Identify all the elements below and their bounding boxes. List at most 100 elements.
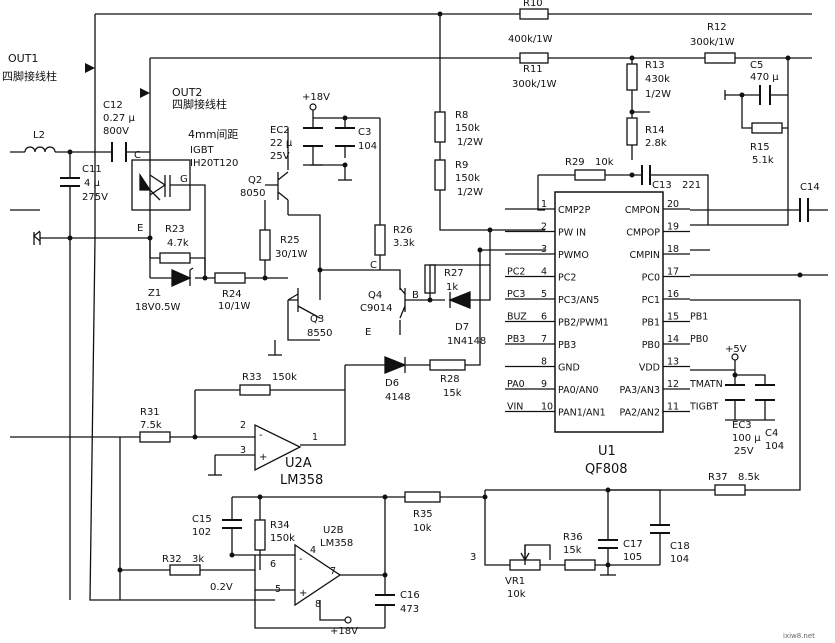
r37-body bbox=[714, 484, 746, 496]
r8-v1: 150k bbox=[455, 123, 480, 134]
r26-ref: R26 bbox=[393, 225, 413, 236]
r31-ref: R31 bbox=[140, 407, 160, 418]
c18-value: 104 bbox=[670, 554, 689, 565]
c17-ref: C17 bbox=[623, 539, 643, 550]
r32-value: 3k bbox=[192, 554, 204, 565]
u1-pin-16-name: PC1 bbox=[642, 295, 660, 306]
r32-ref: R32 bbox=[162, 554, 182, 565]
u2b-p4: 4 bbox=[310, 545, 316, 556]
u2a-minus: - bbox=[259, 430, 263, 441]
r36-ref: R36 bbox=[563, 532, 583, 543]
r31-body bbox=[139, 431, 171, 443]
u1-pin-6-net: BUZ bbox=[507, 312, 527, 323]
r13-v1: 430k bbox=[645, 74, 670, 85]
u1-pin-13-name: VDD bbox=[639, 363, 660, 374]
q4-b: B bbox=[412, 290, 419, 301]
ec3-v2: 25V bbox=[734, 446, 754, 457]
igbt-e: E bbox=[137, 223, 143, 234]
r12-body bbox=[704, 52, 736, 64]
r13-body bbox=[626, 63, 638, 91]
u1-pin-14-num: 14 bbox=[667, 334, 679, 345]
out1-marker bbox=[85, 63, 95, 73]
u1-pin-12-num: 12 bbox=[667, 379, 679, 390]
r29-ref: R29 bbox=[565, 157, 585, 168]
r14-body bbox=[626, 117, 638, 146]
arrow-marker bbox=[33, 230, 41, 242]
u1-pin-9-name: PA0/AN0 bbox=[558, 385, 599, 396]
r32-body bbox=[169, 564, 201, 576]
c5-ref: C5 bbox=[750, 60, 763, 71]
u1-pin-11-num: 11 bbox=[667, 402, 679, 413]
r33-value: 150k bbox=[272, 372, 297, 383]
ec3-ref: EC3 bbox=[732, 420, 752, 431]
u1-pin-12-net: TMATN bbox=[689, 379, 723, 390]
spacing-label: 4mm间距 bbox=[188, 128, 238, 141]
u1-pin-10-name: PAN1/AN1 bbox=[558, 408, 606, 419]
u1-pin-3-num: 3 bbox=[541, 244, 547, 255]
u1-pin-10-num: 10 bbox=[541, 402, 553, 413]
r33-body bbox=[239, 384, 271, 396]
d6-value: 4148 bbox=[385, 392, 410, 403]
igbt-part: IH20T120 bbox=[190, 158, 238, 169]
r24-body bbox=[214, 272, 246, 284]
q2-ref: Q2 bbox=[248, 175, 262, 186]
r34-ref: R34 bbox=[270, 520, 290, 531]
q4-e: E bbox=[365, 327, 371, 338]
r14-value: 2.8k bbox=[645, 138, 667, 149]
r14-ref: R14 bbox=[645, 125, 665, 136]
c16-body bbox=[375, 594, 395, 606]
r27-body bbox=[424, 264, 436, 294]
p18v-top: +18V bbox=[302, 92, 330, 103]
q2-symbol bbox=[265, 171, 289, 201]
q4-value: C9014 bbox=[360, 303, 392, 314]
c4-ref: C4 bbox=[765, 428, 778, 439]
vr1-wiper bbox=[520, 545, 530, 562]
z1-symbol bbox=[171, 267, 194, 288]
r15-body bbox=[751, 122, 783, 134]
ec2-v2: 25V bbox=[270, 151, 290, 162]
r9-v2: 1/2W bbox=[457, 187, 483, 198]
c17-body bbox=[598, 539, 618, 549]
r23-value: 4.7k bbox=[167, 238, 189, 249]
r33-ref: R33 bbox=[242, 372, 262, 383]
u1-pin-9-net: PA0 bbox=[507, 379, 525, 390]
u1-pin-17-name: PC0 bbox=[642, 273, 660, 284]
r36-value: 15k bbox=[563, 545, 582, 556]
c5-body bbox=[759, 85, 771, 105]
out2-label: OUT2 bbox=[172, 86, 202, 99]
r12-ref: R12 bbox=[707, 22, 727, 33]
u1-pin-3-name: PWMO bbox=[558, 250, 589, 261]
ec2-v1: 22 μ bbox=[270, 138, 293, 149]
out2-marker bbox=[140, 88, 150, 98]
r10-body bbox=[519, 8, 549, 20]
r37-ref: R37 bbox=[708, 472, 728, 483]
r9-ref: R9 bbox=[455, 160, 468, 171]
p18v-bottom: +18V bbox=[330, 626, 358, 637]
r27-value: 1k bbox=[446, 282, 458, 293]
c12-ref: C12 bbox=[103, 100, 123, 111]
c3-value: 104 bbox=[358, 141, 377, 152]
ec2-ref: EC2 bbox=[270, 125, 290, 136]
d6-symbol bbox=[384, 356, 407, 374]
r35-value: 10k bbox=[413, 523, 432, 534]
r24-ref: R24 bbox=[222, 289, 242, 300]
r25-value: 30/1W bbox=[275, 249, 307, 260]
r12-value: 300k/1W bbox=[690, 37, 735, 48]
u2a-triangle bbox=[254, 423, 302, 472]
vr1-ref: VR1 bbox=[505, 576, 525, 587]
u1-pin-19-num: 19 bbox=[667, 222, 679, 233]
r13-v2: 1/2W bbox=[645, 89, 671, 100]
u1-pin-7-net: PB3 bbox=[507, 334, 525, 345]
u2b-triangle bbox=[294, 543, 342, 607]
r37-value: 8.5k bbox=[738, 472, 760, 483]
u1-pin-11-name: PA2/AN2 bbox=[619, 408, 660, 419]
igbt-c: C bbox=[134, 150, 141, 161]
u2a-p3: 3 bbox=[240, 445, 246, 456]
r9-body bbox=[434, 159, 446, 191]
c13-value: 221 bbox=[682, 180, 701, 191]
u1-pin-20-name: CMPON bbox=[625, 205, 660, 216]
capacitor-bodies bbox=[60, 85, 809, 606]
u1-pin-14-name: PB0 bbox=[642, 340, 660, 351]
r34-value: 150k bbox=[270, 533, 295, 544]
